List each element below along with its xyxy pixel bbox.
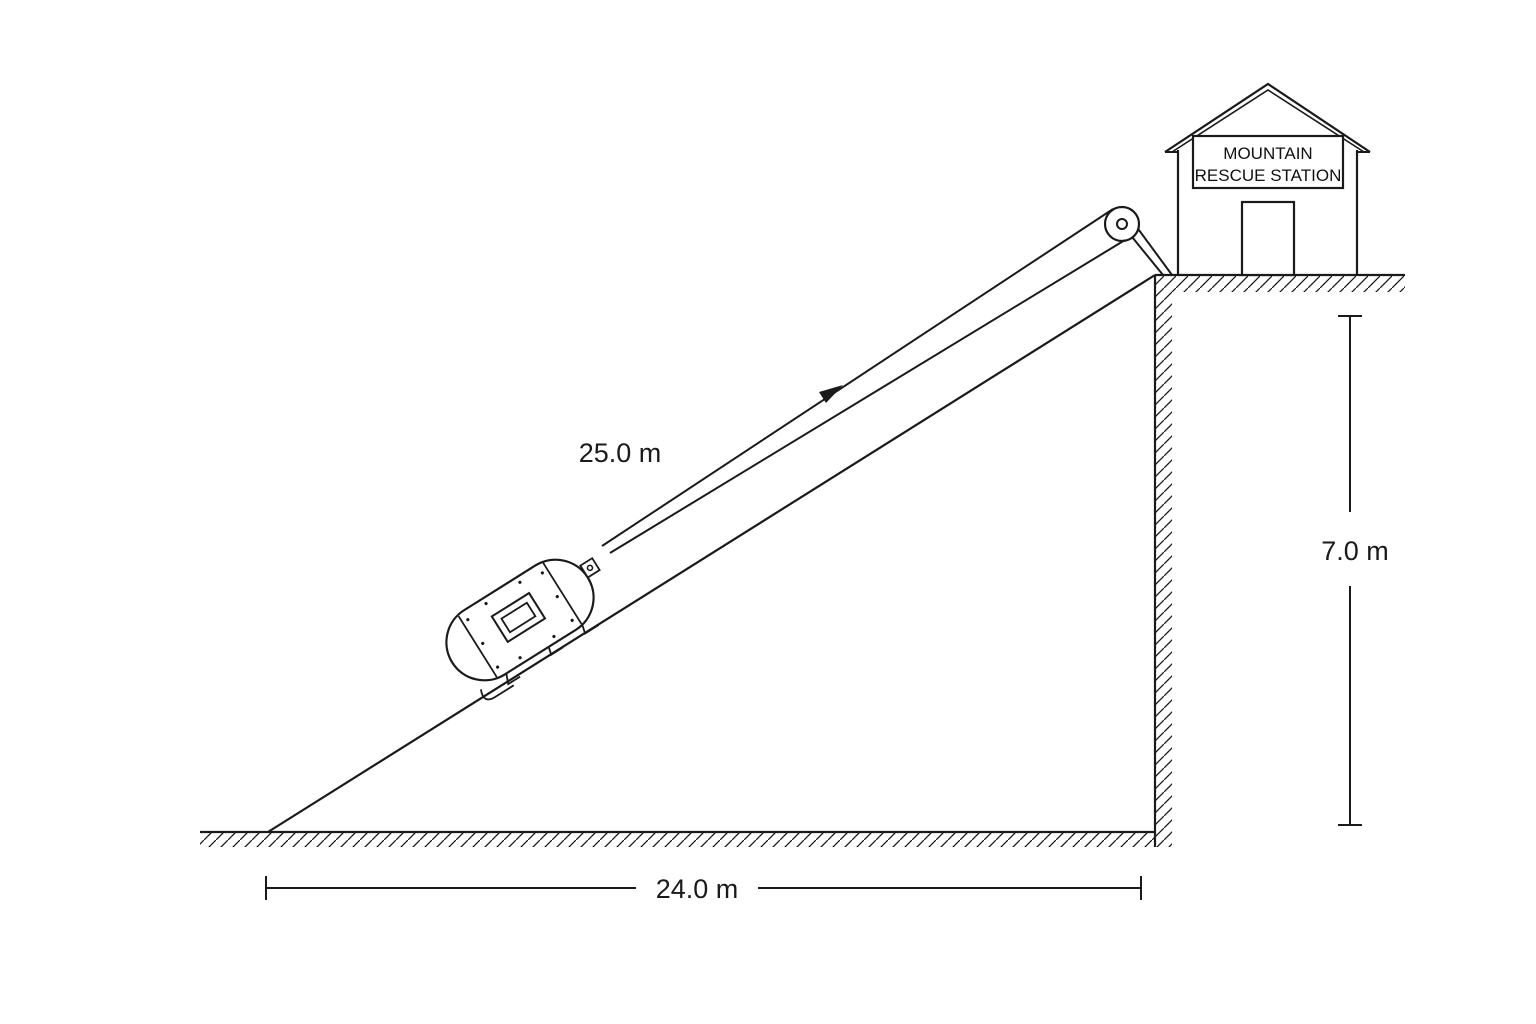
slope-length-label: 25.0 m <box>579 438 662 468</box>
station-door <box>1240 200 1296 277</box>
cliff-wall <box>1153 275 1172 847</box>
station-sign <box>1191 134 1345 190</box>
pulley-mount <box>1127 225 1173 276</box>
rescue-sled-icon <box>445 556 601 701</box>
ground <box>200 830 1155 847</box>
height-dimension <box>1338 315 1362 826</box>
station-sign-line1: MOUNTAIN <box>1223 144 1312 163</box>
incline-surface <box>267 274 1156 833</box>
base-dimension <box>265 876 1142 900</box>
height-label: 7.0 m <box>1321 536 1389 566</box>
station-sign-line2: RESCUE STATION <box>1195 166 1342 185</box>
cable <box>601 208 1126 554</box>
rescue-station: MOUNTAIN RESCUE STATION <box>1164 82 1371 277</box>
pulley-icon <box>1103 205 1141 243</box>
plateau <box>1155 273 1405 292</box>
direction-arrow-icon <box>819 385 843 403</box>
base-label: 24.0 m <box>656 874 739 904</box>
